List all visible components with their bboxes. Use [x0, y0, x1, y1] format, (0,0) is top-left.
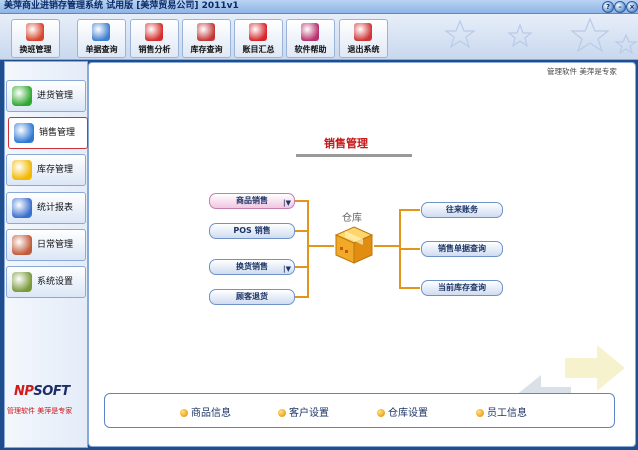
connector-line [400, 209, 420, 211]
account-summary-button[interactable]: 账目汇总 [234, 19, 283, 58]
window-title: 美萍商业进销存管理系统 试用版 [美萍贸易公司] 2011v1 [4, 1, 239, 11]
minimize-button[interactable]: – [614, 1, 626, 13]
warehouse-box-icon [334, 226, 374, 264]
link-label: 客户设置 [289, 408, 329, 419]
main-tagline: 管理软件 美萍是专家 [547, 67, 617, 76]
sidebar-item-daily[interactable]: 日常管理 [6, 229, 86, 261]
toolbar-button-label: 库存查询 [190, 45, 223, 54]
toolbar-button-label: 单据查询 [85, 45, 118, 54]
tools-icon [12, 235, 32, 255]
connector-line [374, 245, 400, 247]
dropdown-icon[interactable]: |▼ [283, 265, 291, 273]
sidebar-item-inventory[interactable]: 库存管理 [6, 154, 86, 186]
button-label: 销售单据查询 [438, 244, 486, 253]
help-window-button[interactable]: ? [602, 1, 614, 13]
exit-system-button[interactable]: 退出系统 [339, 19, 388, 58]
sidebar-item-sales[interactable]: 销售管理 [8, 117, 88, 149]
sales-document-query-button[interactable]: 销售单据查询 [421, 241, 503, 257]
sidebar-item-label: 销售管理 [39, 128, 76, 138]
title-bar [0, 0, 638, 14]
binoculars-icon [197, 23, 215, 41]
button-label: 往来账务 [446, 205, 478, 214]
customer-settings-link[interactable]: 客户设置 [278, 404, 329, 419]
logo-prefix: NP [14, 384, 34, 399]
arrow-right-icon [565, 345, 625, 391]
warehouse-settings-link[interactable]: 仓库设置 [377, 404, 428, 419]
quick-links-bar [104, 393, 615, 428]
sidebar-item-label: 库存管理 [37, 165, 74, 175]
connector-line [294, 296, 308, 298]
link-label: 员工信息 [487, 408, 527, 419]
customer-return-button[interactable]: 顾客退货 [209, 289, 295, 305]
sales-analysis-button[interactable]: 销售分析 [130, 19, 179, 58]
sidebar-item-label: 统计报表 [37, 203, 74, 213]
sidebar-item-label: 系统设置 [37, 277, 74, 287]
toolbar-button-label: 账目汇总 [242, 45, 275, 54]
shift-management-button[interactable]: 换班管理 [11, 19, 60, 58]
current-inventory-query-button[interactable]: 当前库存查询 [421, 280, 503, 296]
product-sales-button[interactable]: 商品销售 |▼ [209, 193, 295, 209]
logo-suffix: SOFT [33, 384, 70, 399]
sidebar-item-label: 日常管理 [37, 240, 74, 250]
plus-icon [12, 86, 32, 106]
warehouse-label: 仓库 [342, 213, 362, 224]
sidebar-item-settings[interactable]: 系统设置 [6, 266, 86, 298]
toolbar-button-label: 软件帮助 [294, 45, 327, 54]
page-title: 销售管理 [324, 137, 368, 150]
employee-info-link[interactable]: 员工信息 [476, 404, 527, 419]
bullet-icon [180, 409, 188, 417]
inventory-query-button[interactable]: 库存查询 [182, 19, 231, 58]
connector-line [294, 266, 308, 268]
sidebar-item-label: 进货管理 [37, 91, 74, 101]
accounts-button[interactable]: 往来账务 [421, 202, 503, 218]
npsoft-logo: NPSOFT [14, 384, 70, 399]
title-underline [296, 154, 412, 157]
sum-icon [249, 23, 267, 41]
connector-line [307, 200, 309, 298]
bullet-icon [377, 409, 385, 417]
button-label: 换货销售 [236, 262, 268, 271]
software-help-button[interactable]: 软件帮助 [286, 19, 335, 58]
power-icon [354, 23, 372, 41]
toolbar-button-label: 退出系统 [347, 45, 380, 54]
star-icon [12, 160, 32, 180]
close-button[interactable]: × [626, 1, 638, 13]
sidebar-slogan: 管理软件 美萍是专家 [7, 407, 73, 415]
help-icon [301, 23, 319, 41]
link-label: 仓库设置 [388, 408, 428, 419]
button-label: 商品销售 [236, 196, 268, 205]
product-info-link[interactable]: 商品信息 [180, 404, 231, 419]
toolbar-button-label: 换班管理 [19, 45, 52, 54]
connector-line [294, 200, 308, 202]
bullet-icon [278, 409, 286, 417]
button-label: 顾客退货 [236, 292, 268, 301]
connector-line [400, 287, 420, 289]
toolbar-button-label: 销售分析 [138, 45, 171, 54]
bullet-icon [476, 409, 484, 417]
button-label: 当前库存查询 [438, 283, 486, 292]
gear-icon [12, 272, 32, 292]
star-decoration [444, 17, 638, 55]
user-swap-icon [26, 23, 44, 41]
document-search-button[interactable]: 单据查询 [77, 19, 126, 58]
link-label: 商品信息 [191, 408, 231, 419]
connector-line [400, 248, 420, 250]
connector-line [308, 245, 334, 247]
search-icon [92, 23, 110, 41]
sidebar-item-purchase[interactable]: 进货管理 [6, 80, 86, 112]
sidebar-item-reports[interactable]: 统计报表 [6, 192, 86, 224]
dropdown-icon[interactable]: |▼ [283, 199, 291, 207]
report-icon [12, 198, 32, 218]
connector-line [294, 230, 308, 232]
pos-sales-button[interactable]: POS 销售 [209, 223, 295, 239]
button-label: POS 销售 [233, 226, 271, 235]
globe-icon [14, 123, 34, 143]
exchange-sales-button[interactable]: 换货销售 |▼ [209, 259, 295, 275]
bar-chart-icon [145, 23, 163, 41]
